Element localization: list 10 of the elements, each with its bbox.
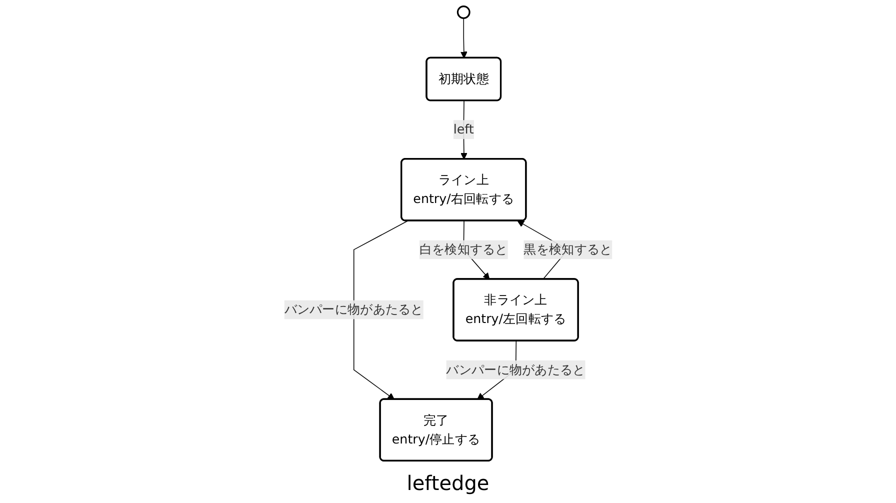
edge-label: バンパーに物があたると (284, 302, 424, 317)
node-circle (456, 6, 470, 19)
diagram-caption: leftedge (406, 470, 490, 497)
edge-label: 白を検知すると (419, 242, 508, 257)
edge-label: 黒を検知すると (523, 242, 612, 257)
arrow (460, 18, 468, 58)
edge-label: バンパーに物があたると (446, 362, 586, 377)
arrow (353, 220, 408, 400)
edge-label: left (453, 122, 474, 137)
arrow (460, 100, 468, 160)
